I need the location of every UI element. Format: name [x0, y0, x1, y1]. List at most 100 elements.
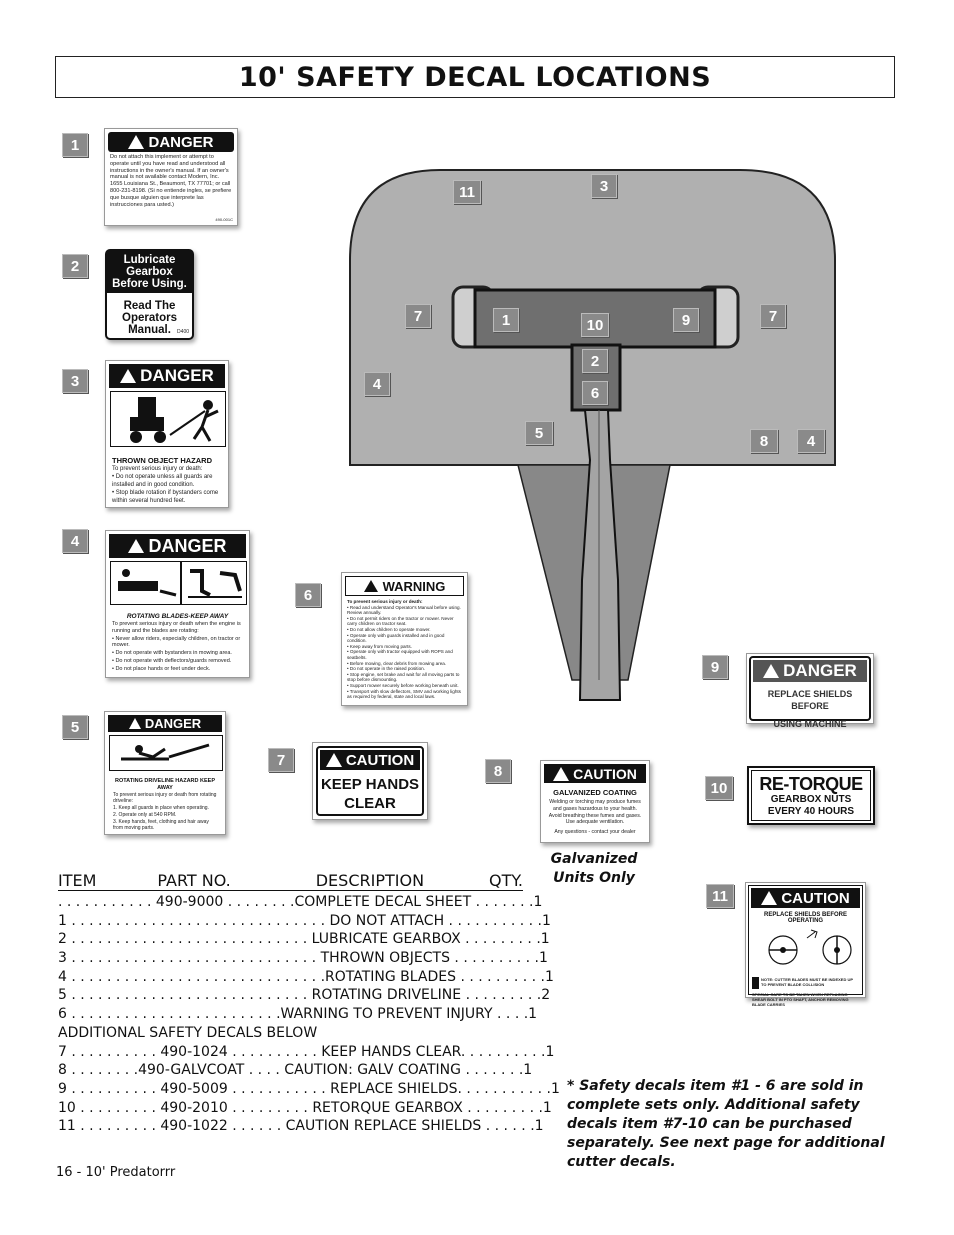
decal-9-header: DANGER	[753, 660, 867, 682]
diagram-badge-7-right: 7	[760, 304, 786, 328]
page-title: 10' SAFETY DECAL LOCATIONS	[238, 61, 712, 93]
diagram-badge-10: 10	[581, 313, 609, 337]
decal-6-text-8: • Before mowing, clear debris from mowin…	[347, 660, 447, 666]
parts-row: 1 . . . . . . . . . . . . . . . . . . . …	[58, 912, 551, 929]
decal-6-text-6: • Keep away from moving parts.	[347, 643, 412, 649]
safety-decal-note: * Safety decals item #1 - 6 are sold in …	[567, 1078, 885, 1170]
warning-triangle-icon	[553, 766, 570, 781]
decal-6-text-3: • Do not permit riders on the tractor or…	[347, 615, 454, 627]
decal-badge-6: 6	[295, 583, 321, 607]
decal-5-text-4: 3. Keep hands, feet, clothing and hair a…	[113, 819, 209, 831]
decal-11-note-2: SPECIAL CARE TO BE TAKEN WHEN REPLACING …	[752, 992, 849, 1007]
diagram-badge-3: 3	[591, 174, 617, 198]
decal-5-text-2: 1. Keep all guards in place when operati…	[113, 805, 209, 811]
decal-badge-1: 1	[62, 133, 88, 157]
warning-triangle-icon	[761, 891, 778, 905]
parts-row: 8 . . . . . . . .490-GALVCOAT . . . . CA…	[58, 1062, 533, 1079]
decal-5-text-3: 2. Operate only at 540 RPM.	[113, 812, 177, 818]
decal-5-title: ROTATING DRIVELINE HAZARD KEEP AWAY	[114, 778, 216, 791]
header-description: DESCRIPTION	[315, 871, 425, 890]
diagram-badge-5: 5	[525, 421, 553, 445]
decal-1-header: DANGER	[108, 132, 234, 152]
decal-11-caution-replace-shields: CAUTION REPLACE SHIELDS BEFORE OPERATING…	[745, 882, 866, 1007]
decal-3-header: DANGER	[109, 364, 225, 388]
decal-badge-7: 7	[268, 748, 294, 772]
parts-subheading: ADDITIONAL SAFETY DECALS BELOW	[58, 1024, 318, 1041]
diagram-badge-9: 9	[673, 308, 699, 332]
decal-2-code: D400	[177, 328, 189, 335]
page-footer: 16 - 10' Predatorrr	[56, 1165, 176, 1180]
decal-2-bottom: Read The Operators Manual.	[122, 300, 177, 336]
decal-4-text-5: • Do not place hands or feet under deck.	[112, 665, 211, 672]
decal-3-text-1: To prevent serious injury or death:	[112, 466, 203, 472]
warning-triangle-icon	[128, 718, 141, 729]
decal-6-text-2: • Read and understand Operator's Manual …	[347, 604, 461, 616]
diagram-badge-8: 8	[750, 429, 778, 453]
parts-row: 10 . . . . . . . . . 490-2010 . . . . . …	[58, 1099, 552, 1116]
decal-4-text-4: • Do not operate with deflectors/guards …	[112, 657, 232, 664]
rotating-blades-pictogram-icon	[110, 561, 247, 605]
decal-badge-11: 11	[706, 884, 734, 908]
decal-badge-3: 3	[62, 369, 88, 393]
header-qty: QTY.	[489, 871, 523, 890]
decal-8-header: CAUTION	[544, 764, 646, 783]
decal-4-text-3: • Do not operate with bystanders in mowi…	[112, 650, 232, 657]
parts-row: . . . . . . . . . . . 490-9000 . . . . .…	[58, 894, 543, 910]
parts-list-header: ITEM PART NO. DESCRIPTION QTY.	[58, 872, 523, 891]
decal-badge-2: 2	[62, 254, 88, 278]
diagram-badge-11: 11	[453, 180, 481, 204]
galvanized-units-note: Galvanized Units Only	[550, 851, 638, 886]
decal-6-text-7: • Operate only with tractor equipped wit…	[347, 649, 453, 660]
decal-9-replace-shields: DANGER REPLACE SHIELDS BEFORE USING MACH…	[746, 653, 874, 729]
decal-7-keep-hands-clear: CAUTION KEEP HANDS CLEAR	[312, 742, 428, 820]
decal-11-note-1: NOTE: CUTTER BLADES MUST BE INDEXED UP T…	[761, 977, 853, 987]
note-marker-icon	[752, 977, 759, 989]
diagram-badge-7-left: 7	[405, 304, 431, 328]
decal-6-text-4: • Do not allow children to operate mower…	[347, 626, 431, 632]
decal-11-header: CAUTION	[751, 888, 860, 908]
decal-4-title: ROTATING BLADES-KEEP AWAY	[126, 613, 229, 620]
diagram-badge-2: 2	[582, 349, 608, 373]
decal-8-title: GALVANIZED COATING	[553, 788, 637, 797]
decal-6-warning: WARNING To prevent serious injury or dea…	[341, 572, 468, 706]
warning-triangle-icon	[363, 580, 378, 592]
parts-row: 4 . . . . . . . . . . . . . . . . . . . …	[58, 968, 554, 985]
decal-4-rotating-blades: DANGER ROTATING BLADES-KEEP AWAY To prev…	[105, 530, 250, 678]
decal-6-text-1: To prevent serious injury or death:	[347, 599, 423, 604]
decal-7-header: CAUTION	[320, 750, 420, 770]
decal-6-text-11: • Support mower securely before working …	[347, 682, 459, 688]
decal-4-text-1: To prevent serious injury or death when …	[112, 621, 241, 634]
parts-row: 3 . . . . . . . . . . . . . . . . . . . …	[58, 950, 548, 967]
decal-badge-9: 9	[702, 655, 728, 679]
decal-2-top: Lubricate Gearbox Before Using.	[107, 251, 192, 293]
decal-badge-4: 4	[62, 529, 88, 553]
diagram-badge-6: 6	[582, 381, 608, 405]
driveline-entanglement-pictogram-icon	[109, 735, 223, 771]
decal-3-text-2: • Do not operate unless all guards are i…	[112, 474, 213, 488]
decal-6-text-5: • Operate only with guards installed and…	[347, 632, 445, 644]
decal-7-line-1: KEEP HANDS	[320, 776, 420, 793]
decal-9-line-2: USING MACHINE	[773, 719, 847, 729]
parts-row: 9 . . . . . . . . . . 490-5009 . . . . .…	[58, 1080, 560, 1097]
decal-badge-10: 10	[705, 776, 733, 800]
decal-badge-5: 5	[62, 715, 88, 739]
diagram-badge-1: 1	[493, 308, 519, 332]
decal-10-retorque-gearbox: RE-TORQUE GEARBOX NUTS EVERY 40 HOURS	[747, 766, 875, 825]
decal-1-do-not-attach: DANGER Do not attach this implement or a…	[104, 128, 238, 226]
header-item: ITEM	[58, 871, 97, 890]
warning-triangle-icon	[128, 135, 145, 149]
decal-5-text-1: To prevent serious injury or death from …	[113, 792, 217, 804]
parts-row: 6 . . . . . . . . . . . . . . . . . . . …	[58, 1006, 538, 1023]
decal-3-text-3: • Stop blade rotation if bystanders come…	[112, 490, 219, 504]
decal-1-text: Do not attach this implement or attempt …	[110, 154, 232, 208]
decal-5-header: DANGER	[108, 715, 222, 732]
decal-2-lubricate-gearbox: Lubricate Gearbox Before Using. Read The…	[105, 249, 194, 340]
parts-row: 5 . . . . . . . . . . . . . . . . . . . …	[58, 987, 551, 1004]
warning-triangle-icon	[763, 664, 780, 678]
parts-list: ITEM PART NO. DESCRIPTION QTY. . . . . .…	[58, 872, 560, 1136]
thrown-object-pictogram-icon	[110, 391, 226, 447]
decal-8-footer: Any questions - contact your dealer	[554, 829, 636, 836]
diagram-badge-4-left: 4	[364, 372, 390, 396]
decal-8-galvanized-coating: CAUTION GALVANIZED COATING Welding or to…	[540, 760, 650, 843]
blade-rotation-pictogram-icon	[768, 929, 852, 965]
